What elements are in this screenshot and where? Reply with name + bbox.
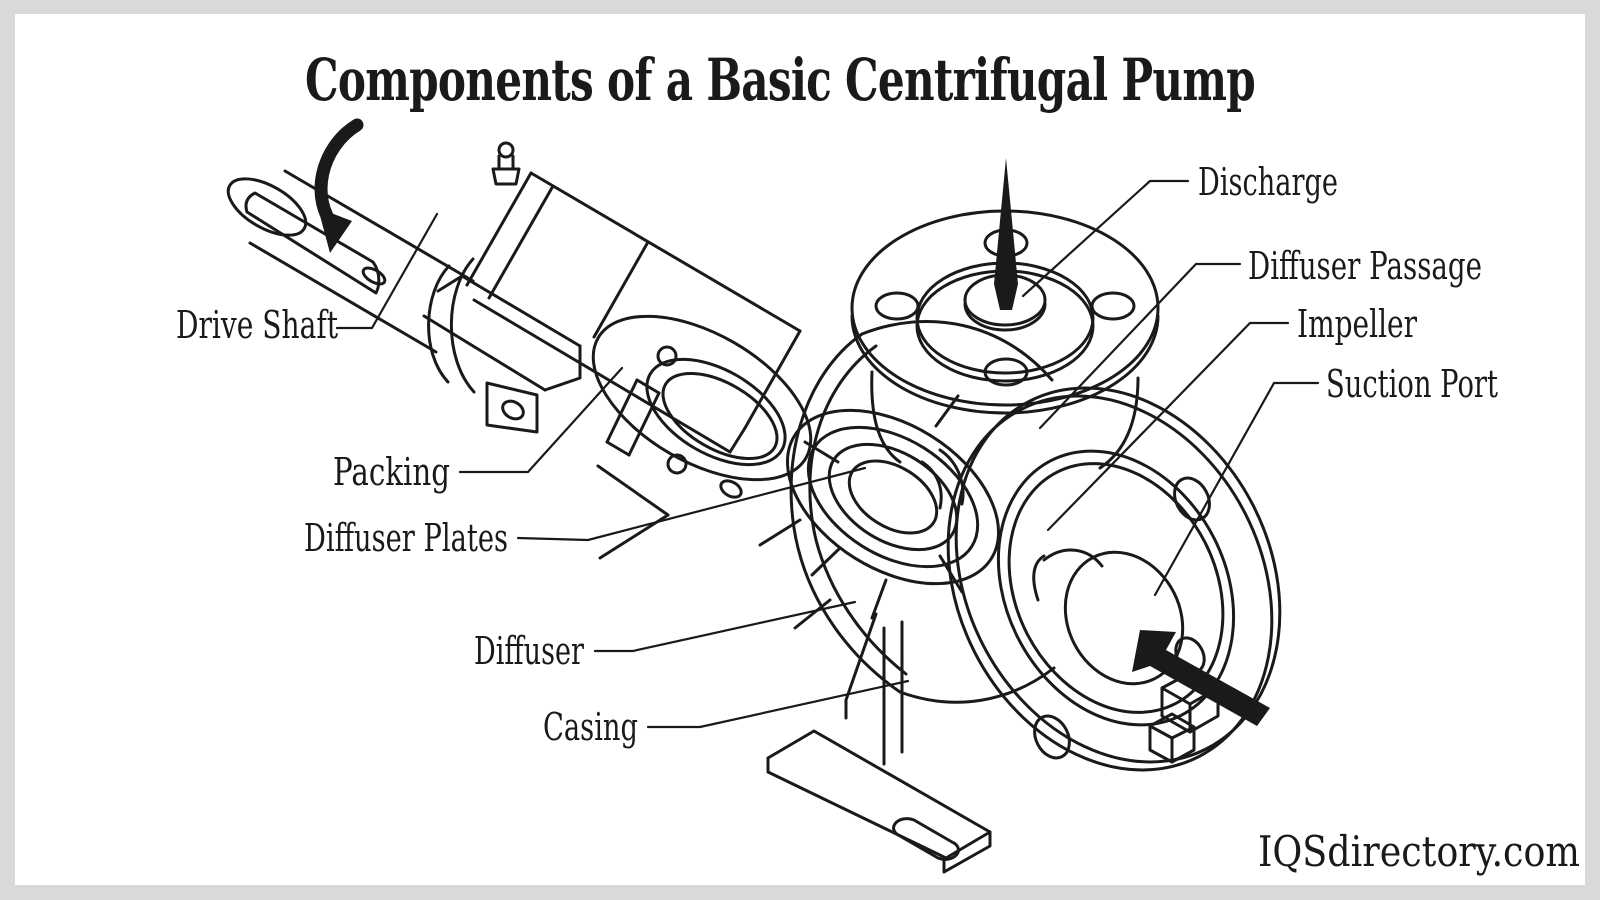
casing-drawing — [758, 319, 1056, 704]
support-bracket-drawing — [422, 274, 582, 434]
rotation-arrow-icon — [314, 118, 364, 253]
label-diffuser-passage: Diffuser Passage — [1248, 244, 1482, 288]
casing-leader — [646, 679, 910, 729]
discharge-leader — [1021, 179, 1190, 298]
drive-shaft-leader — [335, 212, 439, 330]
adapter-flange-drawing — [591, 314, 813, 499]
suction-flange-drawing — [946, 386, 1282, 772]
suction-port-leader — [1153, 381, 1320, 597]
impeller-diffuser-internals-drawing — [785, 394, 1001, 620]
packing-leader — [458, 366, 624, 474]
packing-area-drawing — [596, 378, 670, 560]
grease-fitting-icon — [491, 141, 521, 186]
diffuser-plates-leader — [516, 466, 867, 542]
drive-shaft-drawing — [226, 169, 476, 394]
label-diffuser-plates: Diffuser Plates — [304, 516, 508, 560]
watermark: IQSdirectory.com — [1258, 827, 1580, 876]
mounting-feet-drawing — [766, 612, 1220, 874]
label-casing: Casing — [543, 705, 638, 749]
label-drive-shaft: Drive Shaft — [176, 303, 338, 347]
label-packing: Packing — [333, 450, 450, 494]
discharge-flange-drawing — [850, 158, 1160, 470]
discharge-flow-arrow-icon — [994, 158, 1018, 310]
bearing-housing-drawing — [465, 141, 802, 454]
label-discharge: Discharge — [1198, 160, 1338, 204]
diffuser-leader — [593, 600, 857, 653]
diffuser-passage-leader — [1038, 262, 1242, 430]
label-impeller: Impeller — [1297, 302, 1418, 346]
label-suction-port: Suction Port — [1326, 362, 1498, 406]
leader-lines — [335, 179, 1320, 729]
page-title: Components of a Basic Centrifugal Pump — [305, 46, 1255, 114]
label-diffuser: Diffuser — [474, 629, 585, 673]
impeller-leader — [1046, 321, 1290, 532]
